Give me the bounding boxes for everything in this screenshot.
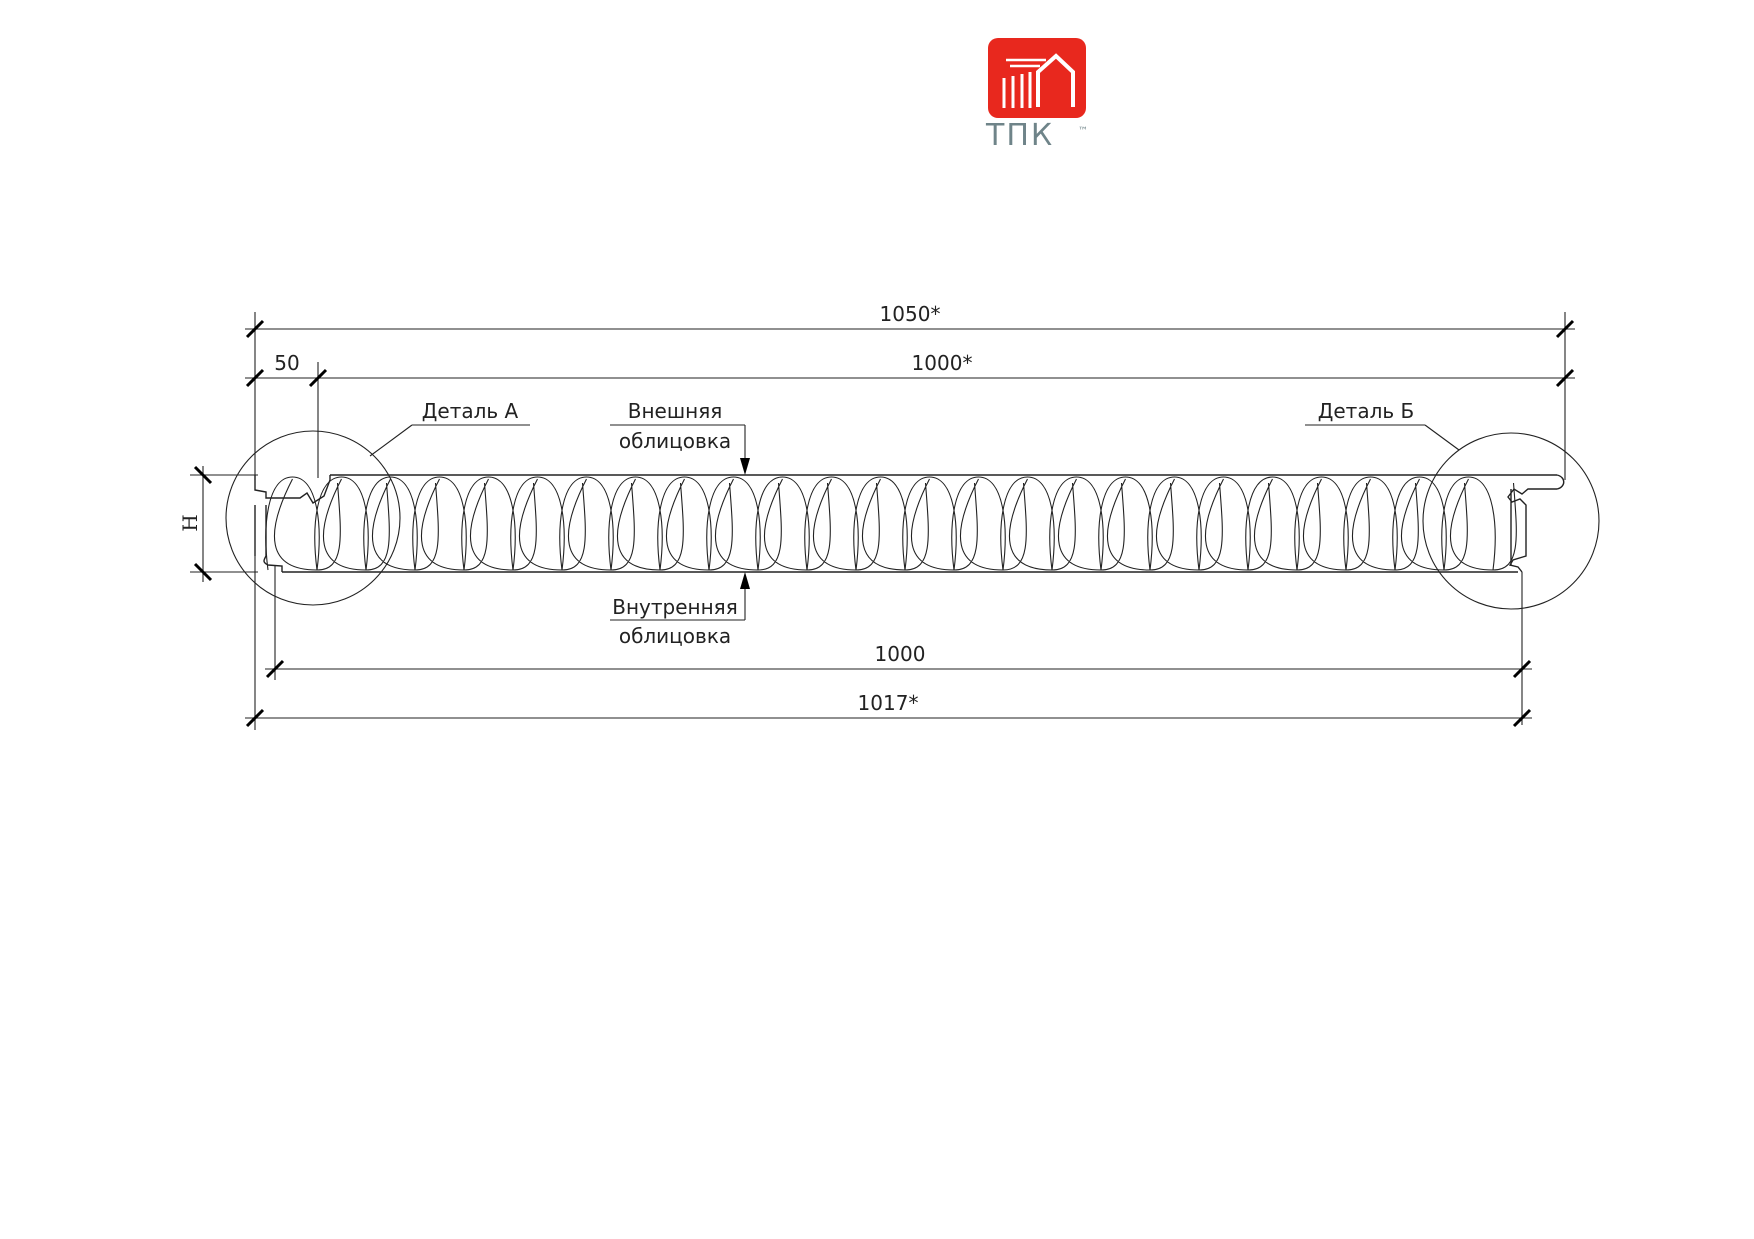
dimension-bottom-inner: 1000 <box>265 565 1532 725</box>
company-logo: ТПК ™ <box>985 38 1088 153</box>
logo-trademark: ™ <box>1078 126 1088 137</box>
dimension-label-1017: 1017* <box>858 691 919 715</box>
inner-facing-callout: Внутренняя облицовка <box>610 572 750 648</box>
dimension-label-1000: 1000 <box>875 642 926 666</box>
insulation-core <box>265 476 1517 571</box>
dimension-bottom-outer: 1017* <box>245 556 1532 730</box>
detail-b-callout: Деталь Б <box>1305 399 1460 451</box>
detail-a-label: Деталь А <box>422 399 519 423</box>
outer-facing-callout: Внешняя облицовка <box>610 399 750 475</box>
detail-a-callout: Деталь А <box>369 399 530 457</box>
insulation-pattern <box>265 476 1517 571</box>
inner-facing-label-2: облицовка <box>619 624 731 648</box>
dimension-label-1000-star: 1000* <box>912 351 973 375</box>
outer-facing-label-2: облицовка <box>619 429 731 453</box>
inner-facing-label-1: Внутренняя <box>612 595 738 619</box>
dimension-label-1050: 1050* <box>880 302 941 326</box>
right-joint-profile <box>1507 474 1565 573</box>
left-joint-profile <box>254 475 331 572</box>
arrow-up-icon <box>740 572 750 589</box>
sandwich-panel <box>225 430 1600 610</box>
arrow-down-icon <box>740 458 750 475</box>
logo-text: ТПК <box>985 118 1054 153</box>
detail-a-circle <box>225 430 401 606</box>
dimension-label-50: 50 <box>274 351 299 375</box>
detail-b-label: Деталь Б <box>1318 399 1414 423</box>
outer-facing-label-1: Внешняя <box>628 399 723 423</box>
dimension-top-inner: 50 1000* <box>245 351 1575 478</box>
house-icon <box>1002 53 1075 108</box>
dimension-height: H <box>178 465 258 582</box>
dimension-label-h: H <box>178 514 202 531</box>
detail-b-circle <box>1422 432 1600 610</box>
dimension-top-outer: 1050* <box>245 302 1575 480</box>
